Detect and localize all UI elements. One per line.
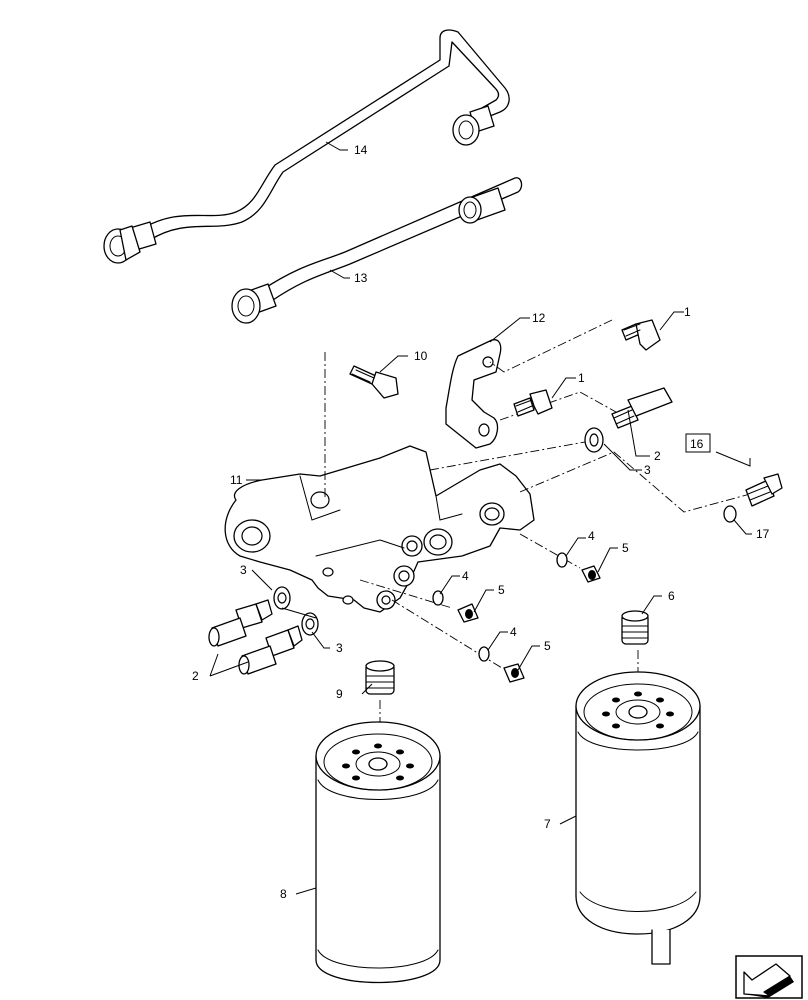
bolt-10[interactable] xyxy=(349,365,399,399)
callout-5-a[interactable]: 5 xyxy=(622,541,629,555)
callout-4-b[interactable]: 4 xyxy=(462,569,469,583)
plug-5-b[interactable] xyxy=(457,603,479,623)
fitting-16-assembly[interactable] xyxy=(745,473,783,507)
adapter-9[interactable] xyxy=(365,660,395,695)
callout-5-c[interactable]: 5 xyxy=(544,639,551,653)
o-ring-4-b[interactable] xyxy=(432,590,444,606)
callout-3-right[interactable]: 3 xyxy=(644,463,651,477)
bracket-12[interactable] xyxy=(445,339,502,449)
next-page-arrow-icon[interactable] xyxy=(735,955,803,999)
bolt-1-upper[interactable] xyxy=(621,319,661,351)
leader-lines xyxy=(209,141,752,895)
callout-16[interactable]: 16 xyxy=(690,437,704,451)
fitting-2-left-lower[interactable] xyxy=(238,625,303,675)
plug-5-a[interactable] xyxy=(581,565,601,583)
callout-17[interactable]: 17 xyxy=(756,527,770,541)
callout-6[interactable]: 6 xyxy=(668,589,675,603)
callout-2-left[interactable]: 2 xyxy=(192,669,199,683)
plug-5-c[interactable] xyxy=(503,663,525,683)
fuel-filter-8[interactable] xyxy=(315,721,441,984)
o-ring-4-a[interactable] xyxy=(556,552,568,568)
callout-3-left-lower[interactable]: 3 xyxy=(336,641,343,655)
callout-5-b[interactable]: 5 xyxy=(498,583,505,597)
callout-10[interactable]: 10 xyxy=(414,349,428,363)
o-ring-17[interactable] xyxy=(723,505,737,523)
washer-3-right[interactable] xyxy=(584,427,604,453)
callout-2-right[interactable]: 2 xyxy=(654,449,661,463)
fitting-2-right[interactable] xyxy=(611,387,673,429)
callout-1-lower[interactable]: 1 xyxy=(578,371,585,385)
fuel-line-13[interactable] xyxy=(231,177,523,324)
callout-7[interactable]: 7 xyxy=(544,817,551,831)
adapter-6[interactable] xyxy=(621,610,649,645)
callout-12[interactable]: 12 xyxy=(532,311,546,325)
callout-labels: 1 1 2 2 3 3 3 4 4 4 5 5 5 6 7 8 9 10 11 … xyxy=(192,143,770,901)
o-ring-4-c[interactable] xyxy=(478,646,490,662)
callout-9[interactable]: 9 xyxy=(336,687,343,701)
fuel-line-14[interactable] xyxy=(103,29,510,264)
callout-3-left-upper[interactable]: 3 xyxy=(240,563,247,577)
washer-3-left-lower[interactable] xyxy=(301,612,319,636)
callout-8[interactable]: 8 xyxy=(280,887,287,901)
callout-4-c[interactable]: 4 xyxy=(510,625,517,639)
callout-1-upper[interactable]: 1 xyxy=(684,305,691,319)
bolt-1-lower[interactable] xyxy=(513,389,553,417)
washer-3-left-upper[interactable] xyxy=(273,586,291,610)
callout-11[interactable]: 11 xyxy=(230,473,243,487)
callout-16-box xyxy=(685,433,711,453)
fuel-filter-7[interactable] xyxy=(575,671,701,965)
callout-14[interactable]: 14 xyxy=(354,143,368,157)
callout-13[interactable]: 13 xyxy=(354,271,368,285)
callout-4-a[interactable]: 4 xyxy=(588,529,595,543)
fitting-2-left-upper[interactable] xyxy=(208,599,273,647)
filter-head-housing-11[interactable] xyxy=(224,445,535,613)
